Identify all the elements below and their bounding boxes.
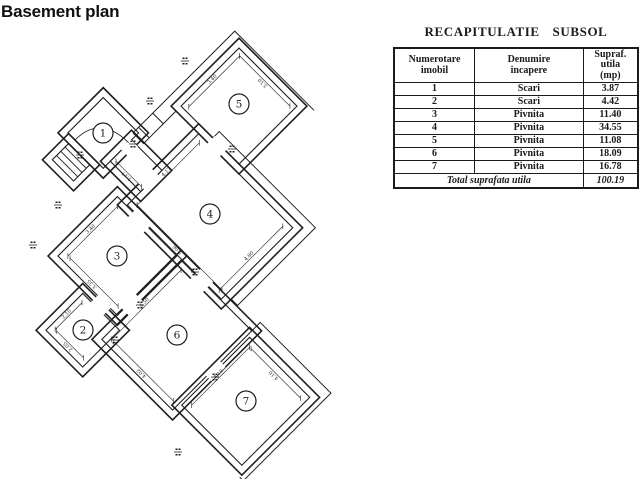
recap-cell: Pivnita xyxy=(474,121,584,135)
svg-text:6: 6 xyxy=(174,330,181,342)
recap-cell: Pivnita xyxy=(474,108,584,122)
room-numbers: 1 2 3 4 5 6 7 xyxy=(72,93,257,412)
foundation-lines xyxy=(132,30,332,479)
level-marker-icon xyxy=(228,145,236,153)
recap-cell: 11.40 xyxy=(582,108,639,122)
level-marker-icon xyxy=(174,448,182,456)
recap-cell: 1 xyxy=(393,82,476,96)
svg-text:4.02: 4.02 xyxy=(136,367,148,379)
level-marker-icon xyxy=(181,57,189,65)
level-marker-icon xyxy=(29,241,37,249)
recap-cell: 3 xyxy=(393,108,476,122)
recap-cell: 11.08 xyxy=(582,134,639,148)
recap-cell: Pivnita xyxy=(474,134,584,148)
recap-cell: Scari xyxy=(474,82,584,96)
svg-text:3: 3 xyxy=(114,251,121,263)
svg-text:2.05: 2.05 xyxy=(62,340,74,352)
recap-cell: Pivnita xyxy=(474,147,584,161)
svg-text:3.40: 3.40 xyxy=(206,73,218,85)
recap-cell: 5 xyxy=(393,134,476,148)
col-header-numerotare: Numerotare imobil xyxy=(393,47,476,83)
level-marker-icon xyxy=(191,268,199,276)
svg-text:1: 1 xyxy=(100,128,107,140)
recap-cell: 34.55 xyxy=(582,121,639,135)
inner-walls xyxy=(45,47,311,467)
recap-table-section: RECAPITULATIE SUBSOL Numerotare imobil D… xyxy=(393,24,639,189)
recap-cell: 18.09 xyxy=(582,147,639,161)
svg-text:2.10: 2.10 xyxy=(61,308,73,320)
svg-text:7: 7 xyxy=(243,396,250,408)
room-number-circle: 2 xyxy=(72,319,94,341)
col-header-denumire: Denumire incapere xyxy=(474,47,584,83)
svg-text:4.10: 4.10 xyxy=(268,369,280,381)
level-markers xyxy=(29,57,236,456)
svg-text:1.17: 1.17 xyxy=(121,170,133,182)
total-row: Total suprafata utila 100.19 xyxy=(393,173,639,189)
room-number-circle: 3 xyxy=(106,245,128,267)
svg-text:4.80: 4.80 xyxy=(243,250,255,262)
level-marker-icon xyxy=(146,97,154,105)
page-title: Basement plan xyxy=(1,2,120,21)
svg-text:4.17: 4.17 xyxy=(160,166,172,178)
recap-cell: 6 xyxy=(393,147,476,161)
room-number-circle: 5 xyxy=(228,93,250,115)
svg-text:3.40: 3.40 xyxy=(85,223,97,235)
recap-table: Numerotare imobil Denumire incapere Supr… xyxy=(393,47,639,189)
level-marker-icon xyxy=(129,140,137,148)
recap-cell: 4.42 xyxy=(582,95,639,109)
recap-cell: Pivnita xyxy=(474,160,584,174)
svg-text:3.10: 3.10 xyxy=(257,77,269,89)
recap-cell: Scari xyxy=(474,95,584,109)
svg-text:5: 5 xyxy=(236,99,243,111)
entry-steps xyxy=(56,146,87,178)
total-label: Total suprafata utila xyxy=(393,173,584,189)
level-marker-icon xyxy=(136,301,144,309)
recap-cell: 7 xyxy=(393,160,476,174)
recap-cell: 3.87 xyxy=(582,82,639,96)
level-marker-icon xyxy=(211,373,219,381)
room-number-circle: 4 xyxy=(199,203,221,225)
recap-cell: 2 xyxy=(393,95,476,109)
recap-cell: 16.78 xyxy=(582,160,639,174)
level-marker-icon xyxy=(54,201,62,209)
room-number-circle: 7 xyxy=(235,390,257,412)
total-value: 100.19 xyxy=(582,173,639,189)
col-header-suprafata: Supraf. utila (mp) xyxy=(582,47,639,83)
room-number-circle: 1 xyxy=(92,122,114,144)
recap-cell: 4 xyxy=(393,121,476,135)
svg-text:2: 2 xyxy=(80,325,87,337)
recap-title: RECAPITULATIE SUBSOL xyxy=(424,24,608,39)
level-marker-icon xyxy=(76,151,84,159)
outer-walls xyxy=(34,37,321,477)
svg-text:4: 4 xyxy=(207,209,214,221)
level-marker-icon xyxy=(111,336,119,344)
room-number-circle: 6 xyxy=(166,324,188,346)
